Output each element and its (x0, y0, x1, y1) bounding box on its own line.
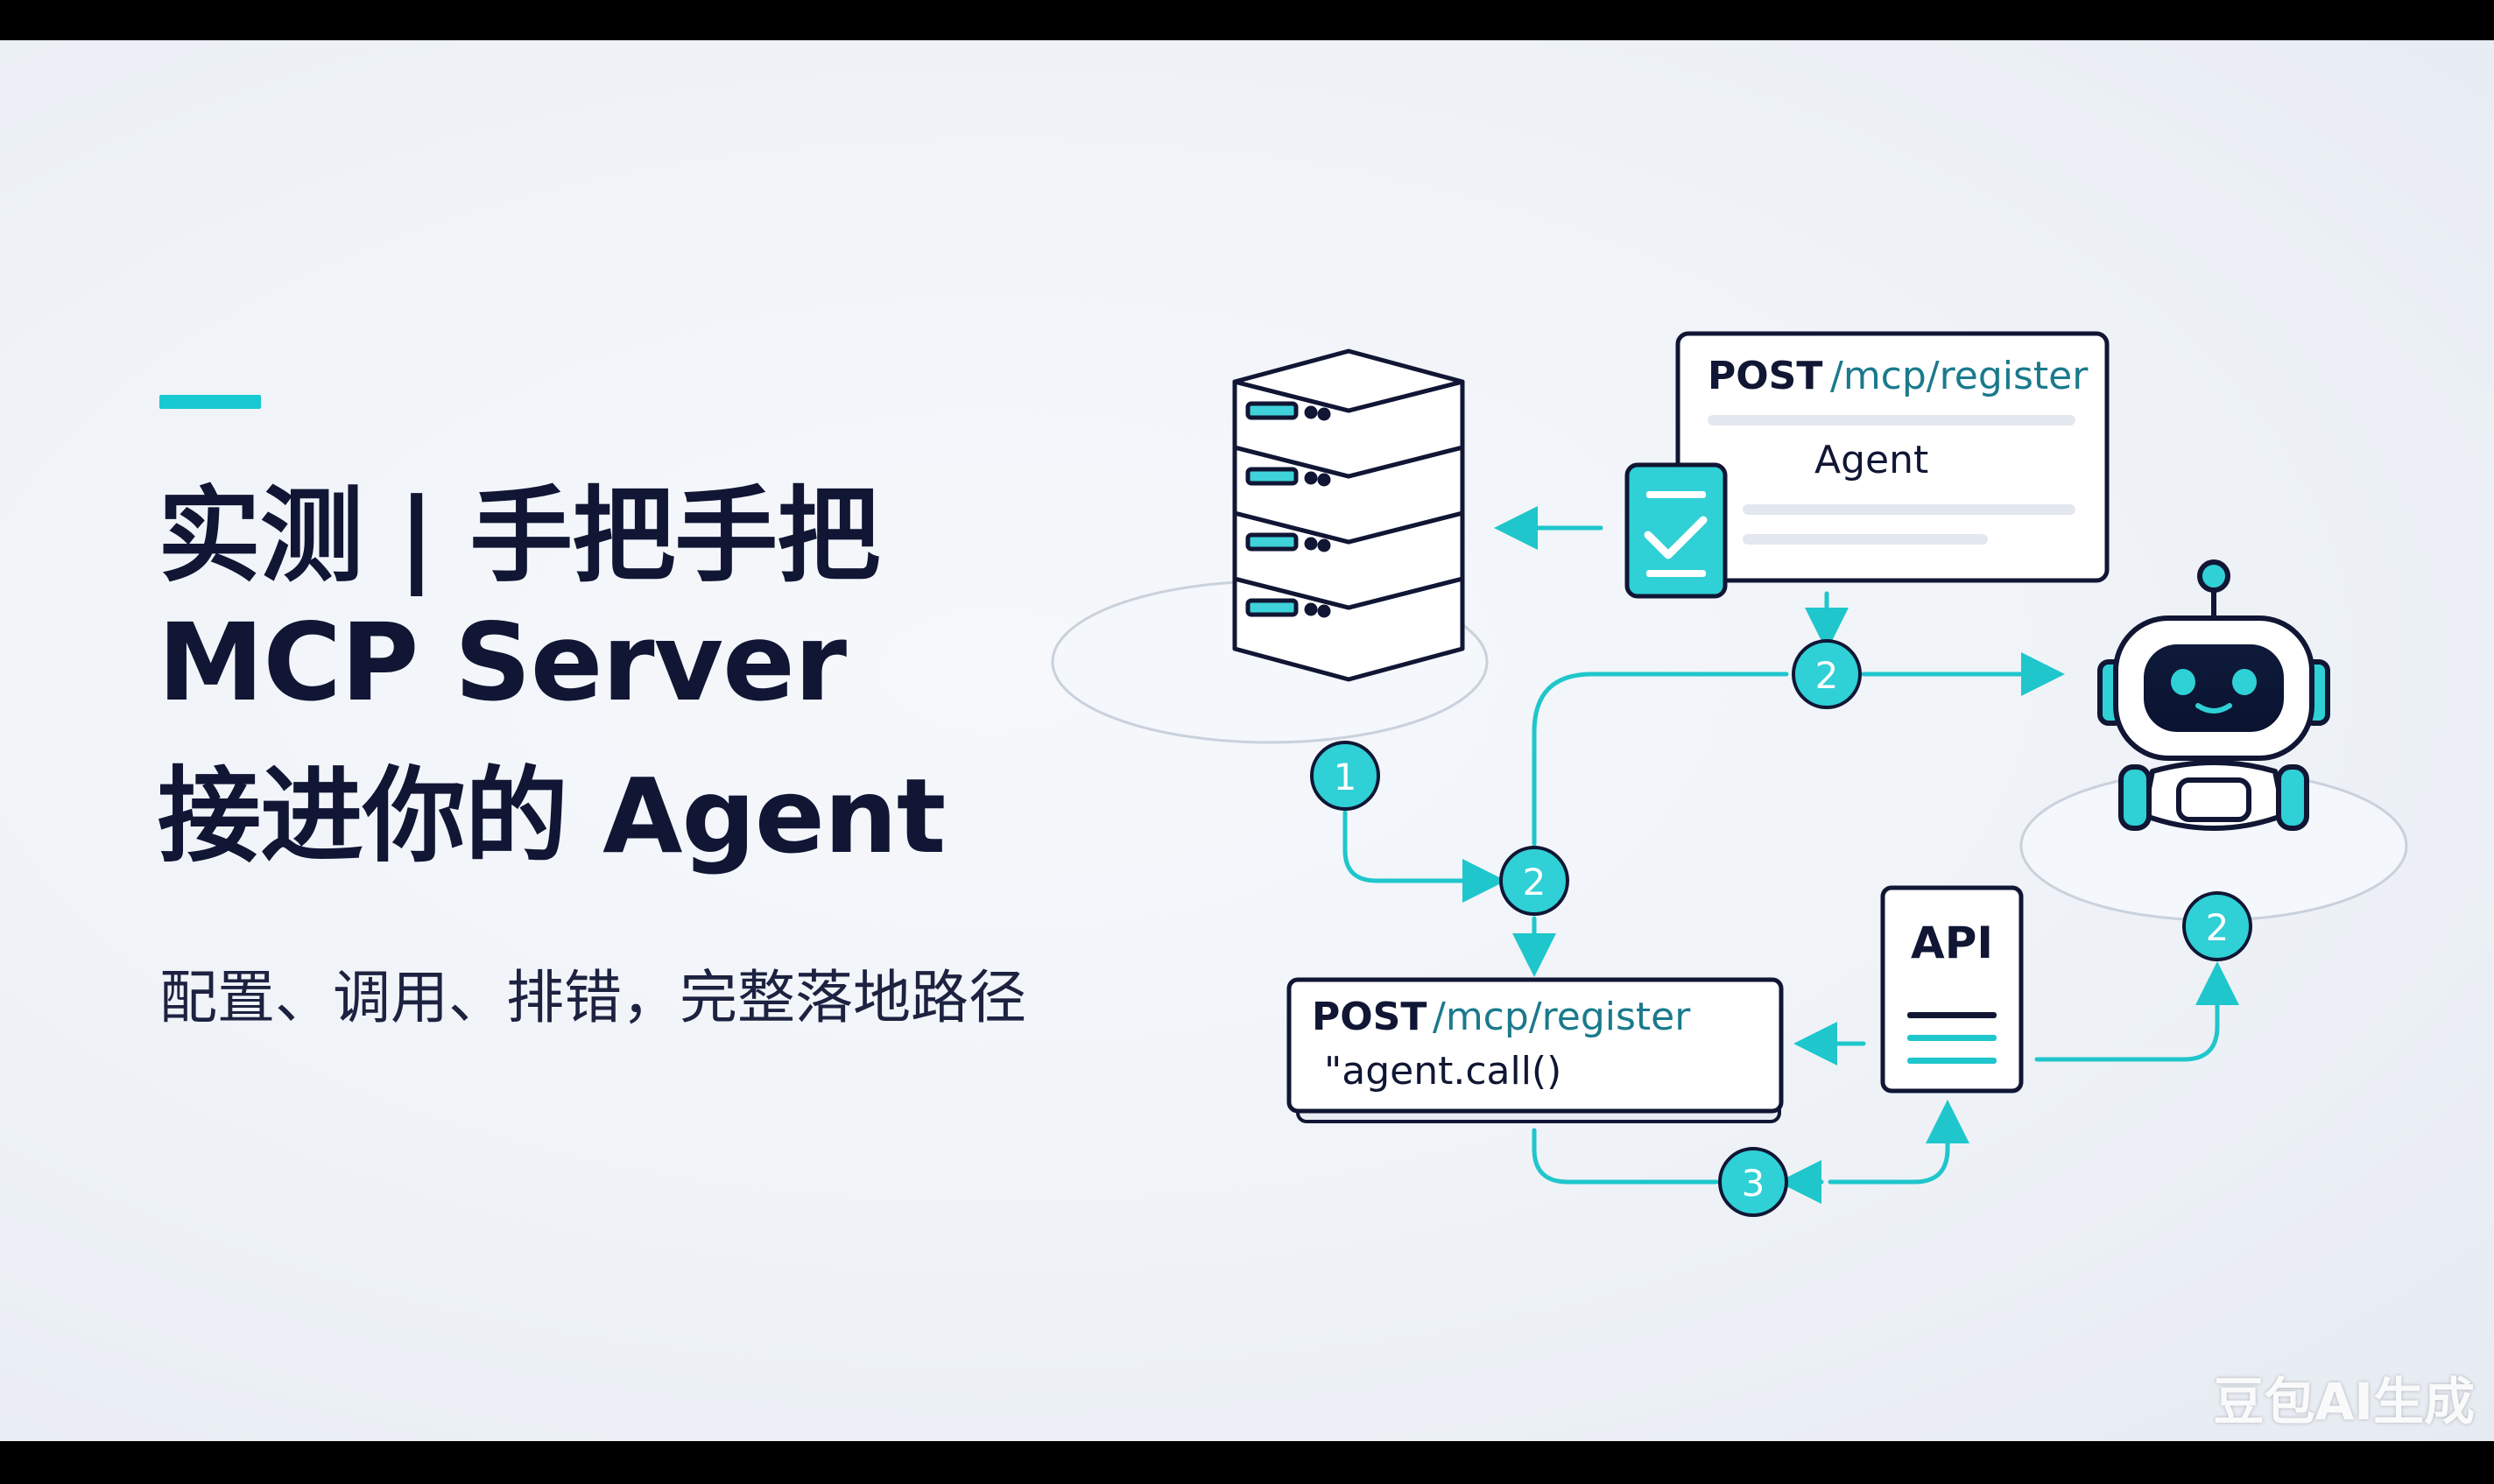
flow-diagram: POST /mcp/register Agent (1051, 331, 2408, 1217)
accent-bar (159, 395, 261, 409)
headline-line-3: 接进你的 Agent (158, 756, 946, 876)
code-card-method: POST (1312, 995, 1427, 1039)
api-card: API (1880, 885, 2024, 1094)
server-stack-icon (1232, 348, 1465, 682)
register-card: POST /mcp/register Agent (1675, 331, 2110, 583)
slide-canvas: 实测 | 手把手把 MCP Server 接进你的 Agent 配置、调用、排错… (0, 40, 2494, 1441)
headline-line-1: 实测 | 手把手把 (158, 475, 880, 596)
code-card: POST /mcp/register "agent.call() (1286, 977, 1784, 1123)
step-1-label: 1 (1334, 756, 1357, 798)
step-3: 3 (1718, 1147, 1788, 1217)
subtitle: 配置、调用、排错，完整落地路径 (159, 964, 1026, 1031)
code-card-code: "agent.call() (1324, 1049, 1561, 1094)
step-2-top: 2 (1792, 639, 1862, 709)
document-lines-icon (1907, 1012, 1997, 1064)
step-2-robot-label: 2 (2206, 906, 2230, 949)
api-card-label: API (1911, 918, 1993, 968)
step-2-robot: 2 (2182, 891, 2252, 961)
step-3-label: 3 (1742, 1162, 1765, 1205)
watermark: 豆包AI生成 (2213, 1372, 2475, 1431)
register-card-method: POST (1708, 354, 1822, 398)
headline-line-2: MCP Server (158, 601, 847, 725)
robot-icon (2097, 559, 2330, 831)
step-2-middle: 2 (1499, 846, 1569, 916)
code-card-path: /mcp/register (1433, 995, 1691, 1039)
clipboard-check-icon (1624, 462, 1728, 599)
register-card-path: /mcp/register (1830, 354, 2089, 398)
step-2-top-label: 2 (1815, 654, 1839, 697)
register-card-label: Agent (1814, 438, 1928, 482)
step-2-middle-label: 2 (1523, 861, 1546, 904)
connectors (1342, 506, 2239, 1204)
step-1: 1 (1310, 741, 1380, 811)
